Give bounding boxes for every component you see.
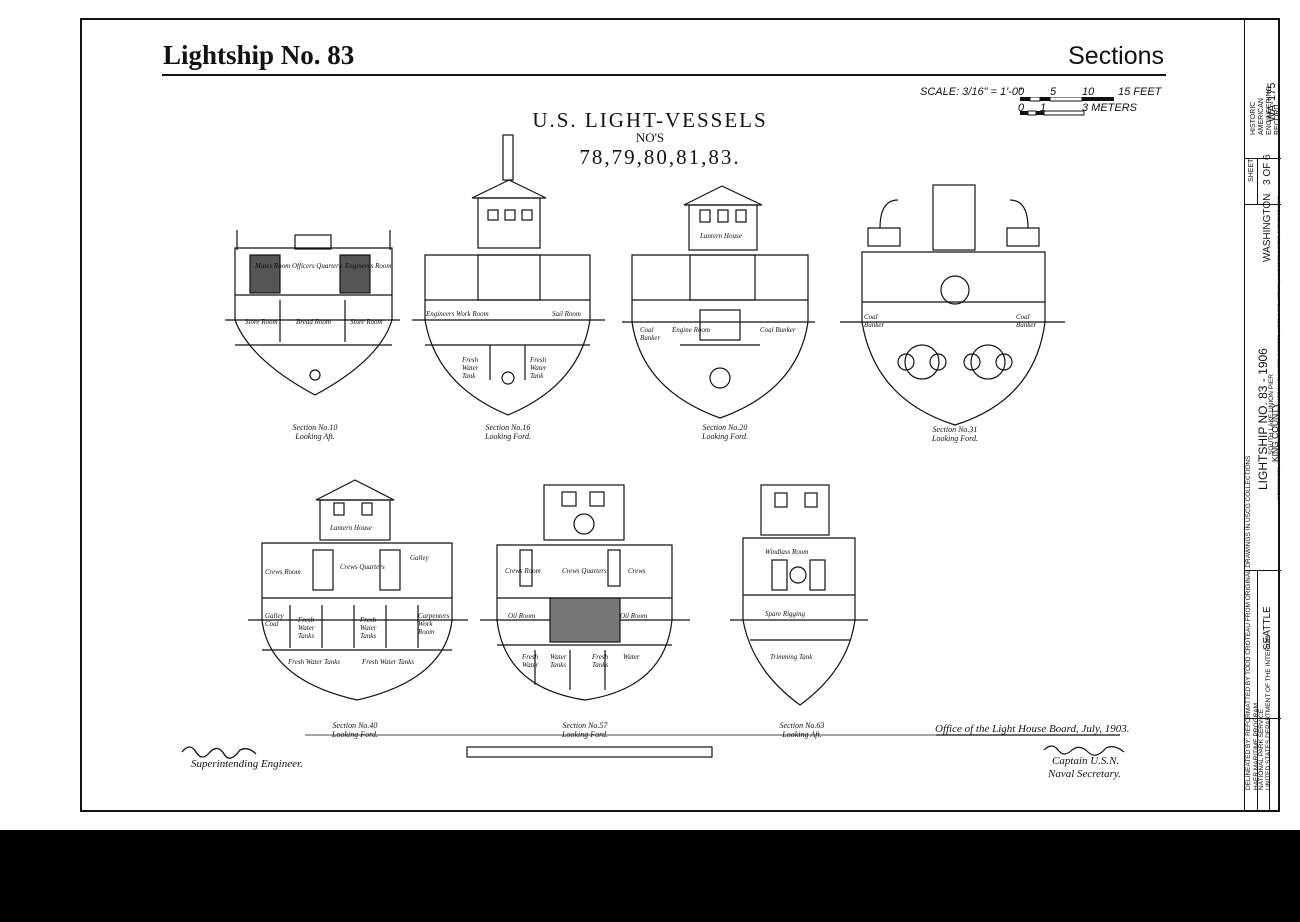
scale-feet-15: 15 FEET — [1118, 86, 1162, 98]
room-label: Coal Bunker — [640, 326, 661, 342]
room-label: Store Room — [350, 318, 383, 326]
room-label: Engine Room — [672, 326, 710, 334]
room-label: Bread Room — [296, 318, 331, 326]
scale-feet-0: 0 — [1018, 86, 1025, 98]
room-label: Crews — [628, 567, 646, 575]
room-label: Officers Quarters — [292, 262, 342, 270]
city: SEATTLE — [1262, 606, 1273, 650]
naval-secretary: Naval Secretary. — [1048, 768, 1121, 780]
room-label: Fresh Water Tanks — [288, 658, 341, 666]
record-id: WA-175 — [1266, 82, 1278, 122]
engineer-signature — [181, 746, 257, 759]
room-label: Mates Room — [255, 262, 291, 270]
delineated-by: DELINEATED BY: REFORMATTED BY TODD CROTE… — [1245, 455, 1252, 790]
room-label: Carpenters Work Room — [418, 612, 450, 636]
bottom-band — [0, 830, 1300, 922]
office-line: Office of the Light House Board, July, 1… — [935, 723, 1130, 735]
hull-section-16 — [412, 134, 605, 416]
hull-section-57 — [480, 484, 690, 701]
room-label: Trimming Tank — [770, 653, 813, 661]
scale-feet-10: 10 — [1082, 86, 1095, 98]
hull-section-10 — [225, 230, 400, 396]
room-label: Oil Room — [508, 612, 536, 620]
agency-doi: UNITED STATES DEPARTMENT OF THE INTERIOR — [1265, 635, 1272, 790]
sheet-number: 3 OF 6 — [1262, 154, 1273, 185]
room-label: Coal Bunker — [760, 326, 796, 334]
room-label: Fresh Water Tanks — [360, 616, 377, 640]
scale-feet-5: 5 — [1050, 86, 1057, 98]
hull-sections-illustration — [225, 134, 1120, 758]
drawing-frame — [80, 18, 1280, 812]
room-label: Water Tanks — [550, 653, 567, 669]
title-rule — [162, 74, 1166, 76]
room-label: Fresh Water Tank — [462, 356, 479, 380]
room-label: Sail Room — [552, 310, 581, 318]
room-label: Engineers Room — [345, 262, 392, 270]
room-label: Crews Room — [505, 567, 541, 575]
room-label: Crews Room — [265, 568, 301, 576]
room-label: Store Room — [245, 318, 278, 326]
scale-m-0: 0 — [1018, 102, 1025, 114]
room-label: Galley — [410, 554, 429, 562]
room-label: Fresh Water Tanks — [298, 616, 315, 640]
room-labels: Mates Room Officers Quarters Engineers R… — [245, 232, 1037, 669]
hull-section-20 — [622, 185, 815, 419]
superintending-engineer: Superintending Engineer. — [191, 758, 303, 770]
scale-m-3: 3 METERS — [1082, 102, 1138, 114]
room-label: Spare Rigging — [765, 610, 805, 618]
state: WASHINGTON — [1262, 193, 1273, 262]
drawing-ruler — [466, 746, 713, 758]
room-label: Coal Bunker — [864, 313, 885, 329]
room-label: Coal Bunker — [1016, 313, 1037, 329]
hull-section-40 — [248, 479, 468, 701]
room-label: Lantern House — [330, 524, 372, 532]
room-label: Fresh Water Tank — [530, 356, 547, 380]
room-label: Fresh Tanks — [592, 653, 609, 669]
scale-label: SCALE: 3/16" = 1'-0" — [920, 86, 1022, 98]
room-label: Galley Coal — [265, 612, 284, 628]
room-label: Fresh Water — [522, 653, 539, 669]
room-label: Crews Quarters — [340, 563, 385, 571]
drawing-title: U.S. LIGHT-VESSELS — [532, 108, 768, 132]
drawing-vessel-numbers: 78,79,80,81,83. — [579, 145, 741, 169]
captain-signature — [1043, 745, 1125, 756]
room-label: Lantern House — [700, 232, 742, 240]
room-label: Windlass Room — [765, 548, 809, 556]
sheet-label: SHEET — [1248, 158, 1255, 182]
scale-m-1: 1 — [1040, 102, 1047, 114]
reproduction-note: IF REPRODUCED, PLEASE CREDIT THE HISTORI… — [1276, 196, 1281, 500]
room-label: Crews Quarters — [562, 567, 607, 575]
scale-bar — [1020, 97, 1114, 116]
hull-section-63 — [730, 484, 868, 706]
room-label: Water — [623, 653, 640, 661]
sheet-title: Lightship No. 83 — [163, 40, 355, 70]
agency-nps: NATIONAL PARK SERVICE — [1258, 708, 1265, 790]
room-label: Engineers Work Room — [426, 310, 489, 318]
captain-usn: Captain U.S.N. — [1052, 755, 1120, 767]
sheet-section-title: Sections — [1068, 42, 1164, 70]
hull-section-31 — [840, 184, 1065, 426]
title-block — [1244, 18, 1281, 812]
room-label: Fresh Water Tanks — [362, 658, 415, 666]
room-label: Oil Room — [620, 612, 648, 620]
drawing-subtitle: NO'S — [635, 130, 665, 145]
